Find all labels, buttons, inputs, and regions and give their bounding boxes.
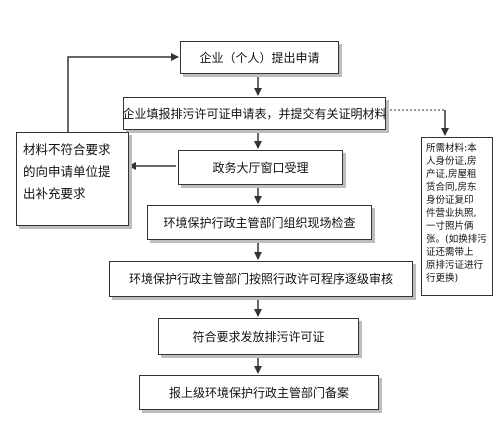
note-line: 产证,房屋租 [426, 169, 477, 180]
step-6-issue-permit: 符合要求发放排污许可证 [158, 318, 359, 355]
step-4-site-inspection: 环境保护行政主管部门组织现场检查 [147, 205, 372, 240]
note-line: 张。(如换排污 [426, 234, 487, 245]
note-line: 人身份证,房 [426, 156, 477, 167]
arrow-side-to-step1 [67, 53, 179, 132]
step-label: 报上级环境保护行政主管部门备案 [168, 385, 349, 400]
note-line: 材料不符合要求 [23, 142, 111, 157]
note-line: 赁合同,房东 [426, 182, 477, 193]
note-line: 所需材料:本 [426, 143, 477, 154]
step-label: 企业填报排污许可证申请表，并提交有关证明材料 [122, 106, 387, 121]
step-5-review: 环境保护行政主管部门按照行政许可程序逐级审核 [109, 261, 413, 297]
note-line: 的向申请单位提 [23, 164, 111, 179]
step-label: 企业（个人）提出申请 [199, 50, 320, 65]
step-label: 符合要求发放排污许可证 [192, 329, 325, 344]
required-materials-note: 所需材料:本 人身份证,房 产证,房屋租 赁合同,房东 身份证复印 件营业执照,… [421, 137, 493, 296]
note-line: 证还需带上 [426, 247, 474, 258]
note-line: 一寸照片俩 [426, 221, 474, 232]
step-label: 政务大厅窗口受理 [212, 160, 309, 175]
note-line: 原排污证进行 [426, 260, 484, 271]
step-label: 环境保护行政主管部门按照行政许可程序逐级审核 [128, 272, 393, 286]
note-line: 身份证复印 [426, 195, 474, 206]
step-3-window-acceptance: 政务大厅窗口受理 [178, 150, 343, 185]
step-7-file-record: 报上级环境保护行政主管部门备案 [139, 375, 379, 410]
step-1-apply: 企业（个人）提出申请 [180, 41, 339, 74]
note-line: 出补充要求 [23, 186, 86, 201]
step-2-submit-materials: 企业填报排污许可证申请表，并提交有关证明材料 [122, 97, 387, 130]
supplement-requirement-note: 材料不符合要求 的向申请单位提 出补充要求 [16, 132, 129, 226]
step-label: 环境保护行政主管部门组织现场检查 [163, 215, 356, 230]
note-line: 行更换) [426, 273, 459, 284]
note-line: 件营业执照, [426, 208, 477, 219]
